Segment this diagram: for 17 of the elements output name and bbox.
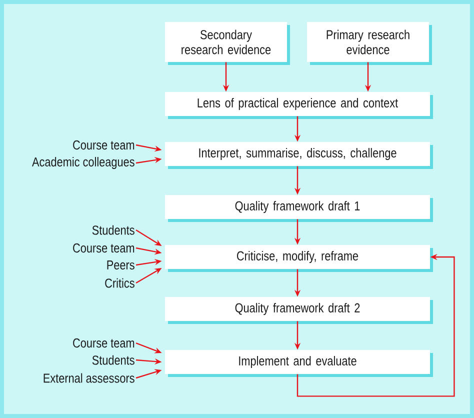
source-label: Students (92, 355, 134, 365)
process-box: Quality framework draft 1 (165, 195, 433, 222)
source-label: Students (92, 225, 134, 235)
process-box: Criticise, modify, reframe (165, 245, 433, 272)
source-label: Critics (105, 278, 134, 288)
source-label: Course team (73, 338, 134, 348)
process-box: Secondary research evidence (165, 22, 290, 65)
process-box: Lens of practical experience and context (165, 92, 433, 119)
source-label: Academic colleagues (32, 156, 134, 170)
source-label: External assessors (44, 373, 134, 383)
process-box: Quality framework draft 2 (165, 297, 433, 324)
source-label: Peers (107, 260, 134, 270)
process-box: Implement and evaluate (165, 350, 433, 377)
process-box: Primary research evidence (307, 22, 432, 65)
process-box: Interpret, summarise, discuss, challenge (165, 142, 433, 169)
source-label: Course team (73, 140, 134, 150)
source-label: Course team (73, 243, 134, 253)
